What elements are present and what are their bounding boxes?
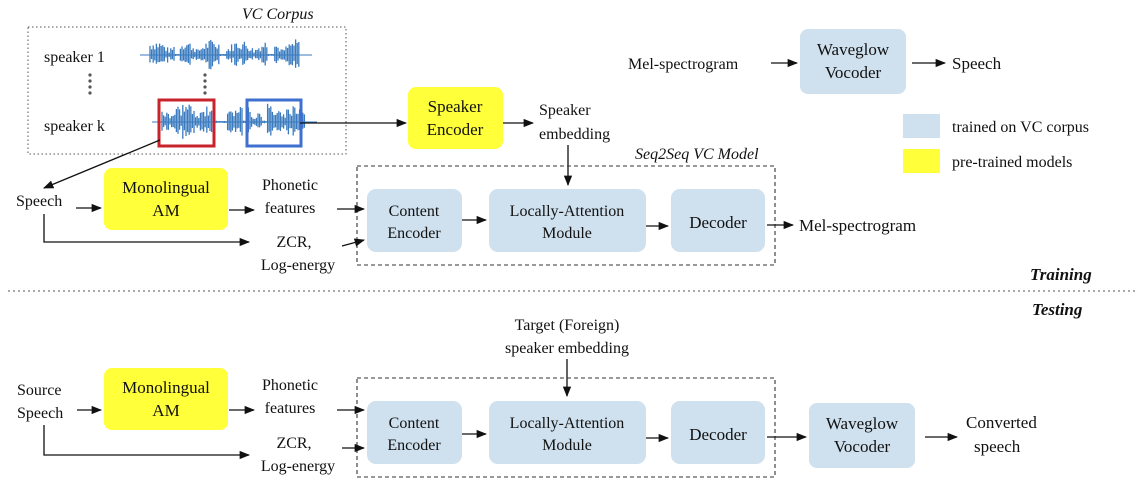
speaker-1-label: speaker 1	[44, 49, 105, 66]
vc-corpus-frame	[27, 26, 347, 155]
zcr-training-line1: ZCR,	[276, 234, 311, 251]
attention-testing-line2: Module	[542, 437, 592, 454]
speaker-embedding-line1: Speaker	[539, 102, 591, 119]
content-testing-line2: Encoder	[387, 437, 441, 454]
decoder-testing-label: Decoder	[689, 425, 747, 444]
vc-corpus-title: VC Corpus	[242, 6, 314, 23]
am-testing-line1: Monolingual	[122, 378, 210, 397]
vc-corpus-panel: VC Corpus speaker 1 speaker k	[27, 6, 347, 155]
red-segment-highlight	[157, 98, 216, 148]
vocoder-input-label: Mel-spectrogram	[628, 56, 739, 73]
vocoder-top-line2: Vocoder	[825, 63, 882, 82]
training-output-mel: Mel-spectrogram	[799, 216, 916, 235]
speaker-embedding-line2: embedding	[539, 126, 610, 143]
decoder-box-training	[671, 189, 765, 252]
content-encoder-box-training	[367, 189, 462, 252]
target-embedding-line2: speaker embedding	[505, 340, 629, 357]
vocoder-testing-line2: Vocoder	[834, 437, 891, 456]
ellipsis-dots-icon	[88, 73, 207, 95]
am-training-line1: Monolingual	[122, 178, 210, 197]
vocoder-testing-line1: Waveglow	[826, 414, 899, 433]
speaker-1-waveform	[140, 39, 312, 70]
speaker-encoder-box	[408, 87, 503, 149]
content-testing-line1: Content	[389, 415, 440, 432]
converted-speech-line2: speech	[974, 437, 1021, 456]
zcr-testing-line1: ZCR,	[276, 435, 311, 452]
legend-pretrained-swatch	[903, 149, 940, 173]
legend-pretrained-label: pre-trained models	[952, 154, 1072, 171]
phonetic-training-line1: Phonetic	[262, 177, 318, 194]
testing-input-line2: Speech	[17, 405, 63, 422]
monolingual-am-box-training	[104, 168, 228, 230]
speaker-encoder-line1: Speaker	[428, 97, 483, 116]
content-encoder-box-testing	[367, 401, 462, 464]
attention-training-line1: Locally-Attention	[510, 203, 625, 220]
attention-module-box-testing	[489, 401, 646, 464]
am-training-line2: AM	[152, 201, 179, 220]
attention-module-box-training	[489, 189, 646, 252]
legend-trained-swatch	[903, 114, 940, 138]
arrow-source-to-zcr	[43, 425, 251, 460]
phonetic-training-line2: features	[265, 200, 316, 217]
zcr-testing-line2: Log-energy	[261, 458, 335, 475]
waveglow-vocoder-box-top	[800, 29, 906, 94]
vocoder-top-output: Speech	[952, 54, 1002, 73]
vocoder-top-line1: Waveglow	[817, 40, 890, 59]
content-training-line1: Content	[389, 203, 440, 220]
seq2seq-model-label: Seq2Seq VC Model	[635, 146, 759, 163]
attention-testing-line1: Locally-Attention	[510, 415, 625, 432]
decoder-box-testing	[671, 401, 765, 464]
attention-training-line2: Module	[542, 225, 592, 242]
waveglow-vocoder-box-testing	[809, 403, 915, 468]
speaker-encoder-line2: Encoder	[427, 120, 484, 139]
arrow-zcr-to-content	[341, 238, 366, 247]
decoder-training-label: Decoder	[689, 213, 747, 232]
legend-trained-label: trained on VC corpus	[952, 119, 1089, 136]
zcr-training-line2: Log-energy	[261, 257, 335, 274]
phonetic-testing-line2: features	[265, 400, 316, 417]
arrow-speech-to-zcr	[43, 214, 251, 247]
phonetic-testing-line1: Phonetic	[262, 377, 318, 394]
testing-input-line1: Source	[17, 382, 61, 399]
arrow-segment-to-speech	[43, 139, 161, 189]
training-section-label: Training	[1030, 265, 1092, 284]
am-testing-line2: AM	[152, 401, 179, 420]
speaker-k-waveform	[152, 103, 317, 139]
converted-speech-line1: Converted	[966, 413, 1037, 432]
training-input-speech: Speech	[16, 193, 62, 210]
testing-section-label: Testing	[1032, 300, 1083, 319]
monolingual-am-box-testing	[104, 368, 228, 430]
speaker-k-label: speaker k	[44, 118, 105, 135]
target-embedding-line1: Target (Foreign)	[515, 317, 620, 334]
content-training-line2: Encoder	[387, 225, 441, 242]
